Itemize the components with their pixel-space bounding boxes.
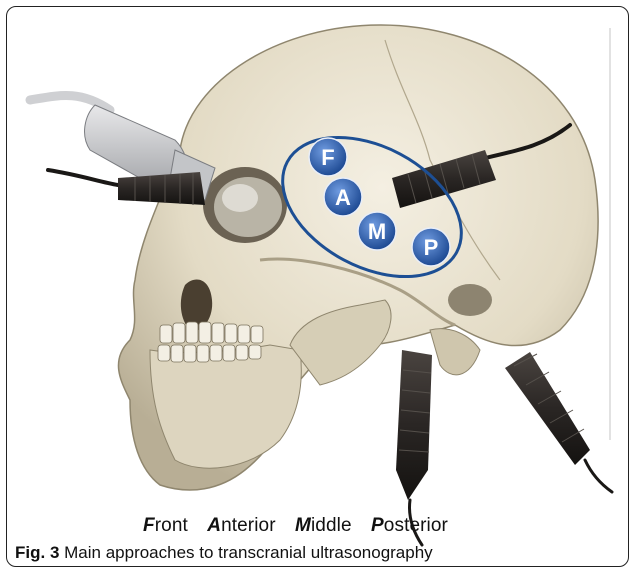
legend-front: Front bbox=[143, 515, 188, 536]
marker-label: P bbox=[424, 235, 439, 260]
marker-posterior: P bbox=[412, 228, 450, 266]
approach-legend: Front Anterior Middle Posterior bbox=[143, 515, 448, 537]
marker-front: F bbox=[309, 138, 347, 176]
transducer-probe-icon bbox=[48, 170, 205, 205]
transducer-probe-icon bbox=[505, 352, 612, 492]
marker-anterior: A bbox=[324, 178, 362, 216]
marker-label: A bbox=[335, 185, 351, 210]
marker-label: M bbox=[368, 219, 386, 244]
figure-caption: Fig. 3 Main approaches to transcranial u… bbox=[15, 543, 433, 563]
marker-label: F bbox=[321, 145, 334, 170]
legend-middle: Middle bbox=[295, 515, 352, 536]
caption-text: Main approaches to transcranial ultrason… bbox=[59, 543, 432, 562]
marker-middle: M bbox=[358, 212, 396, 250]
caption-label: Fig. 3 bbox=[15, 543, 59, 562]
legend-anterior: Anterior bbox=[207, 515, 275, 536]
legend-posterior: Posterior bbox=[371, 515, 448, 536]
